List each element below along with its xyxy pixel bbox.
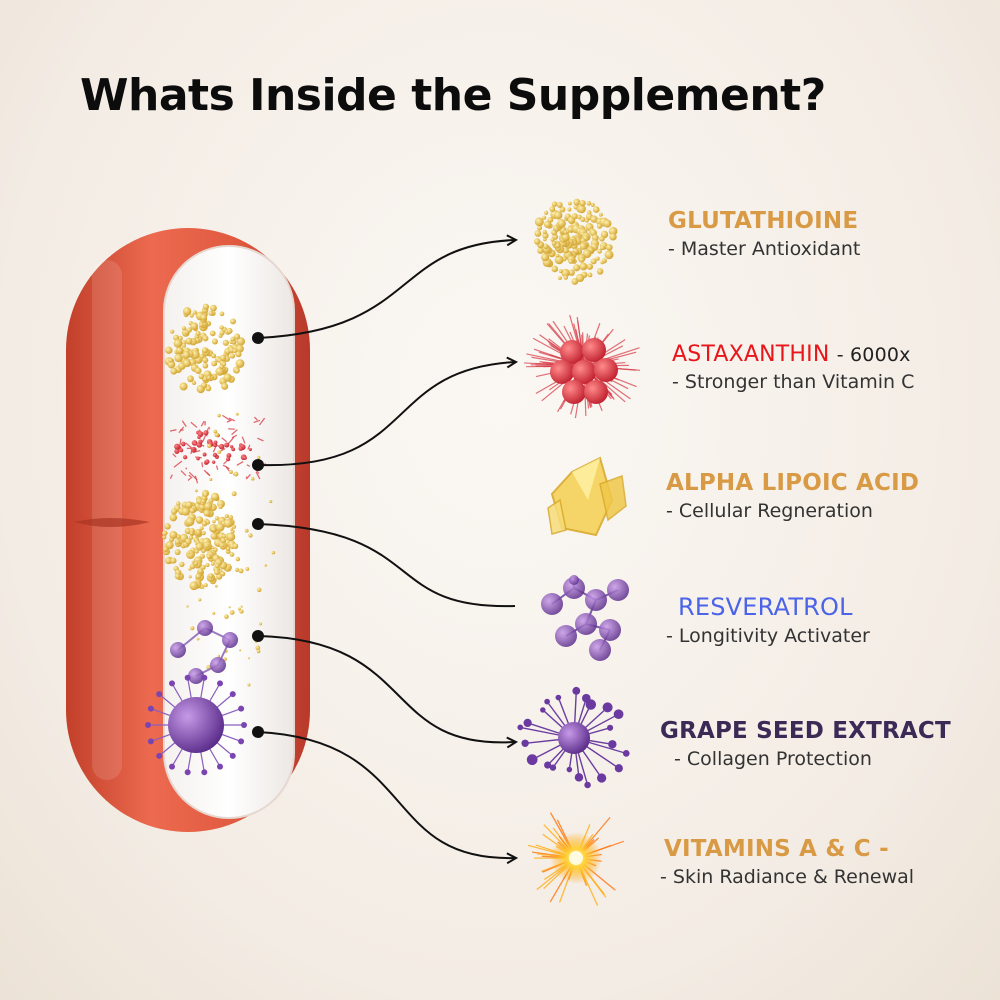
ingredient-name: RESVERATROL	[678, 593, 853, 621]
red-cell-cluster-icon	[524, 314, 641, 419]
connector-line	[257, 523, 516, 608]
ingredient-name: ALPHA LIPOIC ACID	[666, 470, 920, 496]
ingredient-desc: - Skin Radiance & Renewal	[660, 866, 915, 888]
purple-molecule-icon	[541, 575, 629, 661]
ingredient-name: GLUTATHIOINE	[668, 208, 859, 234]
connector-dot	[252, 459, 264, 471]
ingredient-resveratrol: RESVERATROL - Longitivity Activater	[666, 593, 870, 647]
ingredient-glutathione: GLUTATHIOINE - Master Antioxidant	[668, 208, 860, 260]
connector-dot	[252, 630, 264, 642]
ingredient-desc: - Collagen Protection	[674, 748, 872, 770]
connector-line	[257, 635, 515, 742]
connector-dot	[252, 518, 264, 530]
gold-spiral-icon	[534, 198, 618, 285]
golden-spark-icon	[527, 812, 625, 906]
ingredient-name: VITAMINS A & C -	[664, 836, 889, 862]
connector-lines	[257, 240, 516, 858]
ingredient-alpha-lipoic-acid: ALPHA LIPOIC ACID - Cellular Regneration	[666, 470, 919, 522]
ingredient-name: GRAPE SEED EXTRACT	[660, 718, 951, 744]
ingredient-desc: - Master Antioxidant	[668, 238, 861, 260]
connector-dots	[252, 332, 264, 738]
capsule-contents	[145, 303, 276, 776]
connector-line	[257, 362, 515, 467]
ingredient-desc: - Cellular Regneration	[666, 500, 873, 522]
ingredient-grape-seed-extract: GRAPE SEED EXTRACT - Collagen Protection	[660, 718, 951, 770]
connector-line	[257, 731, 515, 858]
yellow-crystal-icon	[547, 456, 627, 537]
connector-dot	[252, 332, 264, 344]
connector-line	[257, 240, 515, 339]
page-title: Whats Inside the Supplement?	[80, 70, 826, 121]
ingredient-vitamins-a-c: VITAMINS A & C - - Skin Radiance & Renew…	[660, 836, 914, 888]
capsule-seam	[74, 518, 150, 527]
ingredient-suffix: - 6000x	[836, 344, 911, 366]
purple-burst-icon	[517, 686, 630, 789]
ingredient-desc: - Stronger than Vitamin C	[672, 371, 915, 393]
connector-dot	[252, 726, 264, 738]
ingredient-astaxanthin: ASTAXANTHIN - 6000x - Stronger than Vita…	[672, 342, 914, 393]
ingredient-desc: - Longitivity Activater	[666, 625, 870, 647]
ingredient-name: ASTAXANTHIN	[672, 342, 830, 367]
